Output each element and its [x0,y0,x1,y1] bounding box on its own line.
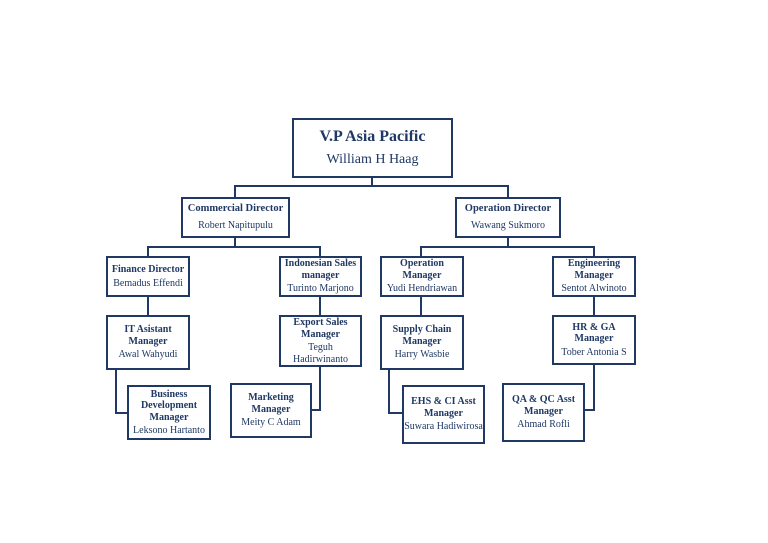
node-title: HR & GA Manager [572,321,616,345]
node-indonesian-sales-manager: Indonesian Sales manager Turinto Marjono [279,256,362,297]
connector-operation-children [420,238,509,256]
node-title: Finance Director [111,264,185,275]
node-operation-director: Operation Director Wawang Sukmoro [455,197,561,238]
node-qa-qc-asst-manager: QA & QC Asst Manager Ahmad Rofli [502,383,585,442]
node-operation-manager: Operation Manager Yudi Hendriawan [380,256,464,297]
node-title: Engineering Manager [567,258,621,281]
node-person: Wawang Sukmoro [471,220,545,232]
node-person: Turinto Marjono [287,283,354,295]
node-it-assistant-manager: IT Asistant Manager Awal Wahyudi [106,315,190,370]
node-ehs-ci-asst-manager: EHS & CI Asst Manager Suwara Hadiwirosa [402,385,485,444]
node-title: IT Asistant Manager [124,324,172,347]
node-title: V.P Asia Pacific [319,128,426,146]
node-title: Operation Manager [400,258,444,281]
connector-hr-qa [585,365,595,411]
node-title: Supply Chain Manager [392,324,452,347]
node-person: Yudi Hendriawan [386,283,458,295]
node-title: Marketing Manager [248,392,294,415]
node-person: Ahmad Rofli [517,419,570,431]
node-person: Harry Wasbie [394,349,450,361]
node-title: Indonesian Sales manager [284,258,357,281]
connector-export-marketing [312,367,321,411]
node-marketing-manager: Marketing Manager Meity C Adam [230,383,312,438]
connector-commercial-children [147,238,236,256]
node-title: EHS & CI Asst Manager [411,396,476,419]
node-export-sales-manager: Export Sales Manager Teguh Hadirwinanto [279,315,362,367]
node-person: Meity C Adam [241,417,301,429]
connector-it-bizdev [115,370,127,414]
node-vp-asia-pacific: V.P Asia Pacific William H Haag [292,118,453,178]
node-person: Tober Antonia S [561,346,627,358]
node-person: Robert Napitupulu [198,220,273,232]
node-supply-chain-manager: Supply Chain Manager Harry Wasbie [380,315,464,370]
node-title: Operation Director [464,203,552,215]
node-business-development-manager: Business Development Manager Leksono Har… [127,385,211,440]
connector-commercial-indo [235,246,321,256]
node-person: Awal Wahyudi [118,349,178,361]
node-person: Sentot Alwinoto [561,283,627,295]
node-person: William H Haag [326,151,419,167]
connector-supply-ehs [388,370,402,414]
node-person: Suwara Hadiwirosa [404,421,483,433]
node-person: Teguh Hadirwinanto [293,342,348,365]
node-hr-ga-manager: HR & GA Manager Tober Antonia S [552,315,636,365]
node-title: Export Sales Manager [293,317,348,340]
node-title: QA & QC Asst Manager [511,394,576,417]
node-finance-director: Finance Director Bemadus Effendi [106,256,190,297]
node-title: Business Development Manager [140,388,198,423]
node-engineering-manager: Engineering Manager Sentot Alwinoto [552,256,636,297]
node-title: Commercial Director [187,203,284,215]
node-person: Leksono Hartanto [133,425,205,436]
node-person: Bemadus Effendi [113,277,183,289]
connector-operation-eng [508,246,595,256]
connector-vp-operation [372,185,509,197]
connector-vp-directors [234,178,373,197]
node-commercial-director: Commercial Director Robert Napitupulu [181,197,290,238]
